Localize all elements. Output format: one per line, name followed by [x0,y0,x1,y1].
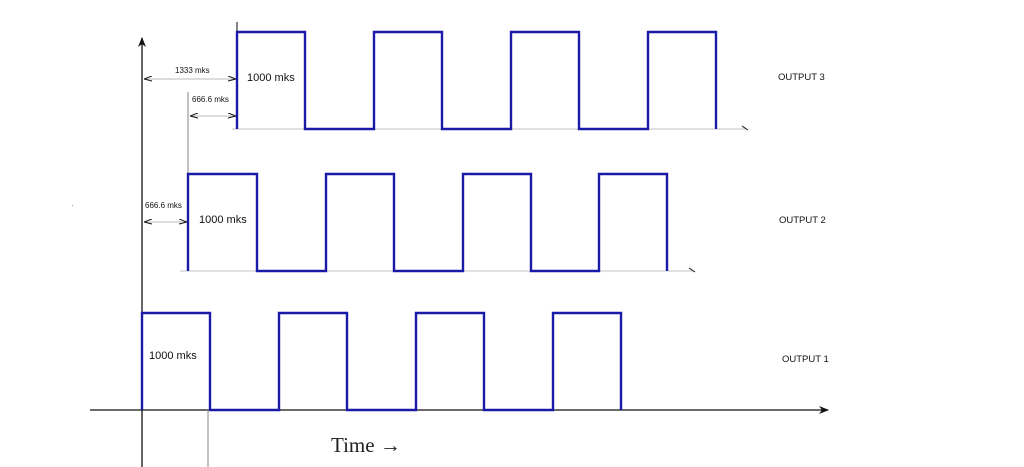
time-axis-label: Time → [331,433,401,457]
delay-666-mid-label: 666.6 mks [145,201,182,210]
output-3-label: OUTPUT 3 [778,72,825,83]
output-3-pulse-label: 1000 mks [247,72,295,84]
delay-666-top-label: 666.6 mks [192,95,229,104]
delay-1333-label: 1333 mks [175,66,210,75]
output-2-pulse-label: 1000 mks [199,214,247,226]
output-3-waveform [235,30,718,131]
output-2-axis-tick-icon [688,267,696,273]
output-2-label: OUTPUT 2 [779,215,826,226]
output-2-waveform [186,172,669,273]
output-3-axis-tick-icon [741,125,749,131]
stray-mark [72,205,73,206]
output-1-pulse-label: 1000 mks [149,350,197,362]
output-1-waveform [140,311,623,412]
output-1-label: OUTPUT 1 [782,354,829,365]
